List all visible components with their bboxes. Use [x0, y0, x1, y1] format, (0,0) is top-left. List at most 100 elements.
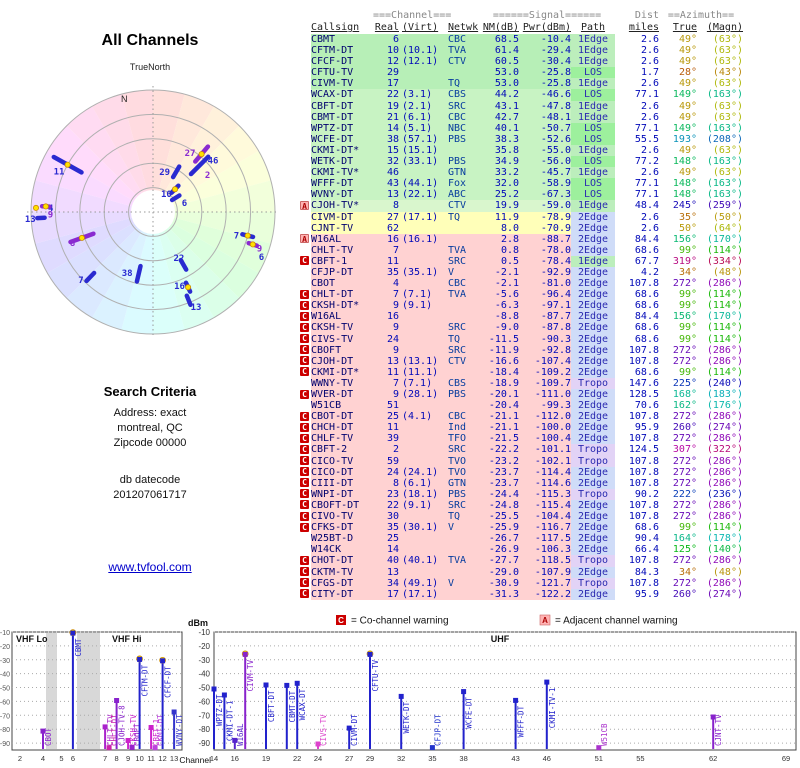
cell-azimuth-true: 49° [678, 78, 697, 90]
cell-noise-margin: -31.3 [479, 588, 519, 600]
cell-power: -88.7 [519, 233, 571, 245]
cell-noise-margin: -16.6 [479, 355, 519, 367]
cell-network: CBS [443, 377, 479, 389]
signal-marker: CJNT-TV [710, 714, 723, 749]
y-tick-label: -80 [198, 725, 210, 734]
cell-distance: 77.1 [634, 89, 659, 101]
x-tick-label: 62 [709, 754, 717, 763]
cell-distance: 77.2 [634, 156, 659, 168]
cell-path: 2Edge [571, 588, 615, 600]
cell-callsign: CHOT-DT [311, 555, 373, 567]
polar-station-marker: 46 [188, 154, 218, 177]
azimuth-group-header: ==Azimuth== [667, 10, 735, 21]
cell-network [443, 311, 479, 323]
svg-text:9: 9 [257, 244, 262, 254]
cell-channel-real: 15 [373, 144, 399, 157]
cell-channel-real: 9 [373, 344, 399, 356]
x-tick-label: 10 [135, 754, 143, 763]
cell-channel-virtual: (57.1) [399, 133, 443, 145]
cell-power: -25.8 [519, 67, 571, 79]
polar-station-marker: 4 [32, 204, 54, 214]
signal-marker: CIVS-TV [315, 714, 328, 749]
cell-azimuth-magnetic: (63°) [712, 111, 743, 123]
cell-power: -55.0 [519, 144, 571, 157]
signal-marker-label: CBFT-1 [152, 719, 161, 746]
co-channel-badge: C [300, 522, 309, 532]
cell-path: 1Edge [571, 111, 615, 123]
cell-channel-virtual [399, 533, 443, 545]
cell-network: GTN [443, 477, 479, 489]
cell-path: LOS [571, 89, 615, 101]
cell-noise-margin: -24.4 [479, 488, 519, 500]
chart-panel [213, 631, 797, 751]
cell-path: 2Edge [571, 366, 615, 378]
x-tick-label: 16 [231, 754, 239, 763]
adjacent-channel-badge: A [300, 234, 309, 244]
cell-azimuth-true: 49° [678, 45, 697, 57]
cell-channel-real: 30 [373, 511, 399, 523]
cell-channel-virtual: (15.1) [399, 144, 443, 157]
warning-badge-cell [298, 223, 311, 234]
cell-power: -117.5 [519, 533, 571, 545]
cell-channel-virtual [399, 433, 443, 445]
tvfool-link[interactable]: www.tvfool.com [108, 560, 192, 574]
address-line-1: Address: exact [113, 407, 187, 419]
signal-marker-label: WCAX-DT [298, 688, 307, 720]
cell-path: 1Edge [571, 144, 615, 157]
cell-azimuth-true: 260° [672, 588, 697, 600]
cell-power: -107.4 [519, 355, 571, 367]
cell-network: V [443, 522, 479, 534]
cell-azimuth-magnetic: (334°) [706, 255, 743, 267]
cell-noise-margin: 33.2 [479, 167, 519, 179]
cell-power: -115.4 [519, 499, 571, 512]
warning-badge-cell [298, 145, 311, 156]
cell-channel-real: 39 [373, 433, 399, 445]
svg-text:38: 38 [122, 269, 133, 279]
cell-power: -56.0 [519, 156, 571, 168]
cell-callsign: CKMI-DT* [311, 144, 373, 157]
cell-callsign: CBOFT [311, 344, 373, 356]
warning-badge-cell [298, 112, 311, 123]
cell-power: -121.7 [519, 577, 571, 589]
cell-path: 2Edge [571, 544, 615, 556]
cell-azimuth-true: 148° [672, 156, 697, 168]
cell-network [443, 300, 479, 312]
warning-badge-cell: C [298, 489, 311, 500]
cell-path: Tropo [571, 555, 615, 567]
cell-azimuth-true: 245° [672, 200, 697, 212]
warning-badge-cell [298, 245, 311, 256]
polar-station-marker: 13 [25, 215, 47, 225]
cell-callsign: CITY-DT [311, 588, 373, 600]
cell-network: SRC [443, 444, 479, 456]
co-channel-badge: C [300, 489, 309, 499]
warning-badge-cell: C [298, 300, 311, 311]
cell-callsign: CHLT-DT [311, 289, 373, 301]
azimuth-sector [66, 212, 153, 318]
cell-azimuth-true: 50° [678, 222, 697, 234]
polar-station-marker: 7 [78, 270, 97, 286]
cell-azimuth-magnetic: (274°) [706, 588, 743, 600]
signal-marker: CBFT-DT [263, 682, 276, 749]
cell-power: -114.6 [519, 477, 571, 489]
cell-azimuth-true: 125° [672, 544, 697, 556]
cell-channel-real: 22 [373, 499, 399, 512]
co-channel-badge: C [300, 256, 309, 266]
cell-azimuth-magnetic: (163°) [706, 89, 743, 101]
signal-marker-label: CIVS-TV [319, 714, 328, 746]
cell-network: SRC [443, 100, 479, 112]
signal-marker-label: CFTM-DT [141, 664, 150, 696]
cell-azimuth-magnetic: (286°) [706, 433, 743, 445]
warning-badge-cell [298, 134, 311, 145]
cell-path: 2Edge [571, 411, 615, 423]
cell-callsign: CBFT-1 [311, 255, 373, 267]
cell-callsign: CJOH-TV* [311, 200, 373, 212]
cell-channel-virtual [399, 544, 443, 556]
cell-channel-real: 17 [373, 588, 399, 600]
north-reference-label: TrueNorth [129, 62, 171, 72]
warning-badge-cell [298, 400, 311, 411]
